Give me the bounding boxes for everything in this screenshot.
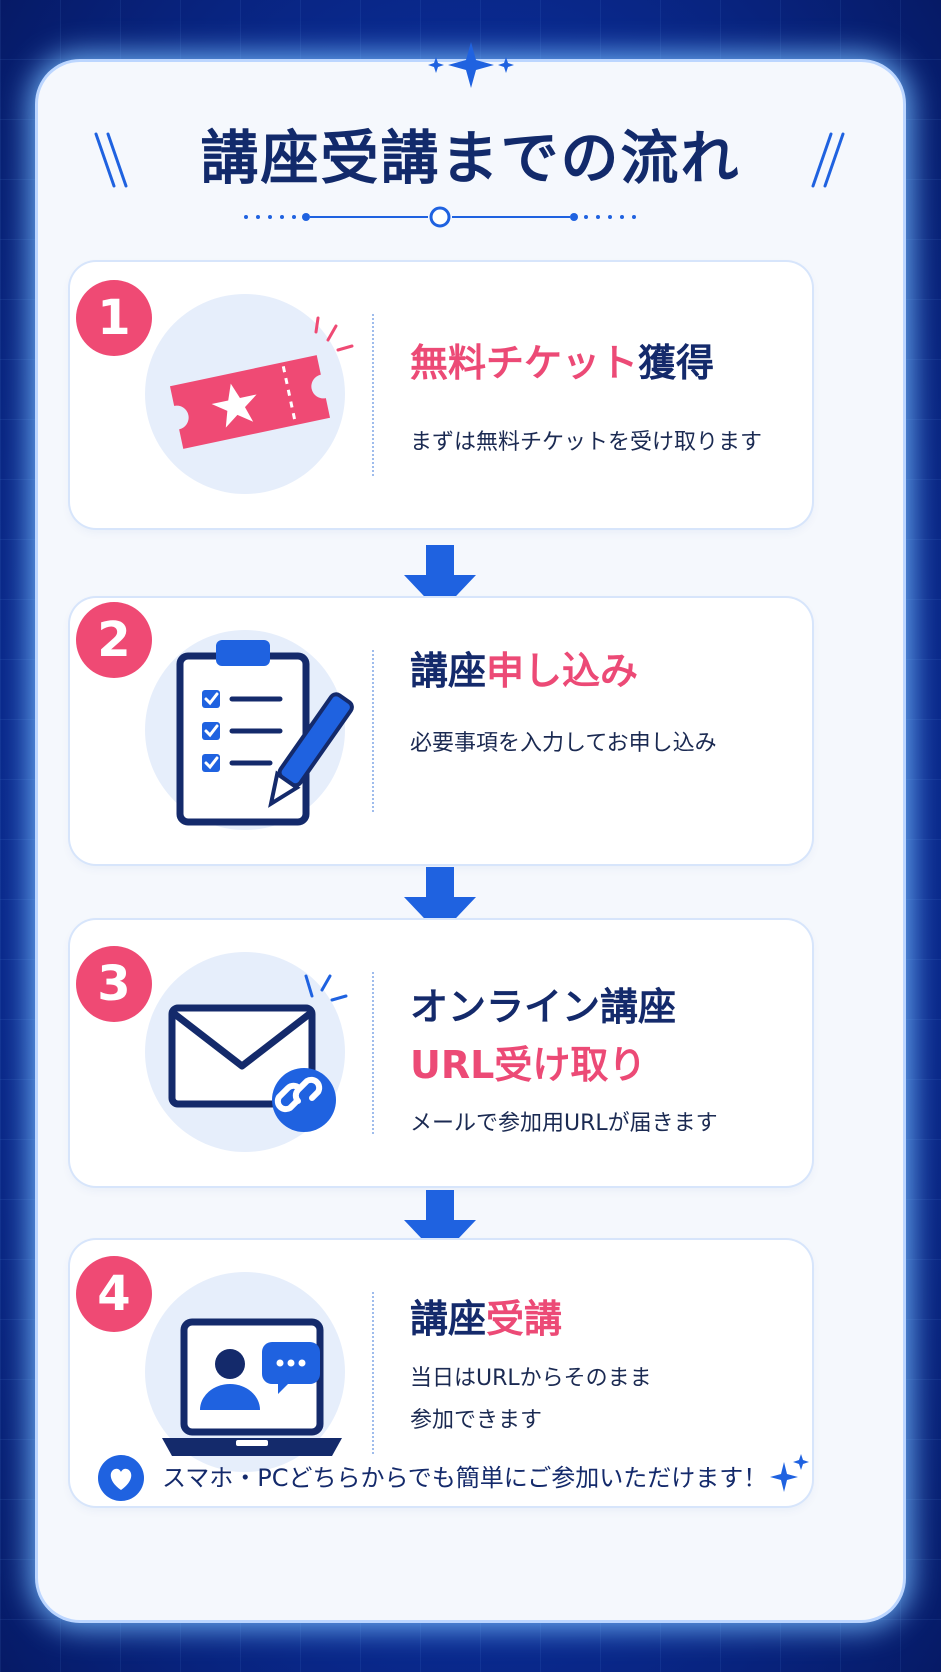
step-1-divider (372, 314, 374, 476)
title-slash-right-icon (811, 132, 845, 188)
step-4-divider (372, 1292, 374, 1454)
step-1-number-badge: 1 (76, 280, 152, 356)
ticket-star-icon (169, 316, 354, 449)
step-4-title-accent: 受講 (486, 1297, 563, 1341)
step-1-title-rest: 獲得 (638, 341, 715, 385)
step-4-number-badge: 4 (76, 1256, 152, 1332)
step-2-title-accent: 申し込み (486, 649, 639, 693)
step-4-title: 講座受講 (410, 1288, 562, 1343)
step-1-title: 無料チケット獲得 (410, 332, 714, 387)
step-3-card: オンライン講座 URL受け取り メールで参加用URLが届きます (70, 920, 812, 1186)
step-2-divider (372, 650, 374, 812)
title-slash-left-icon (94, 132, 128, 188)
step-4-description-line-1: 当日はURLからそのまま (410, 1366, 652, 1391)
step-3-title-line-1: オンライン講座 (410, 976, 676, 1031)
step-2-card: 講座申し込み 必要事項を入力してお申し込み (70, 598, 812, 864)
arrow-down-icon (404, 1190, 476, 1258)
step-4-title-rest: 講座 (410, 1297, 487, 1341)
step-2-title: 講座申し込み (410, 640, 638, 695)
clipboard-checklist-pen-icon (176, 640, 354, 826)
title-divider-icon (244, 206, 636, 228)
heart-icon (98, 1455, 144, 1501)
step-3-number-badge: 3 (76, 946, 152, 1022)
step-2-title-rest: 講座 (410, 649, 487, 693)
arrow-down-icon (404, 545, 476, 613)
laptop-video-call-icon (162, 1318, 342, 1456)
footer-note: スマホ・PCどちらからでも簡単にご参加いただけます！ (98, 1450, 818, 1506)
step-1-description: まずは無料チケットを受け取ります (410, 430, 763, 455)
footer-text: スマホ・PCどちらからでも簡単にご参加いただけます！ (162, 1464, 768, 1492)
sparkle-icon (770, 1454, 809, 1492)
step-3-divider (372, 972, 374, 1134)
step-4-card: 講座受講 当日はURLからそのまま 参加できます (70, 1240, 812, 1506)
sparkle-top-icon (0, 40, 941, 94)
step-3-title-line-2: URL受け取り (410, 1034, 646, 1089)
step-2-number-badge: 2 (76, 602, 152, 678)
step-1-card: 無料チケット獲得 まずは無料チケットを受け取ります (70, 262, 812, 528)
step-3-title-line-2-text: URL受け取り (410, 1043, 647, 1087)
step-1-title-accent: 無料チケット (410, 341, 639, 385)
step-3-description: メールで参加用URLが届きます (410, 1111, 718, 1136)
arrow-down-icon (404, 867, 476, 935)
envelope-link-icon (168, 974, 348, 1132)
step-4-description-line-2: 参加できます (410, 1408, 543, 1433)
title-row: 講座受講までの流れ (0, 108, 941, 208)
page-title: 講座受講までの流れ (200, 124, 741, 192)
step-3-title-line-1-text: オンライン講座 (410, 985, 677, 1029)
step-2-description: 必要事項を入力してお申し込み (410, 731, 717, 756)
